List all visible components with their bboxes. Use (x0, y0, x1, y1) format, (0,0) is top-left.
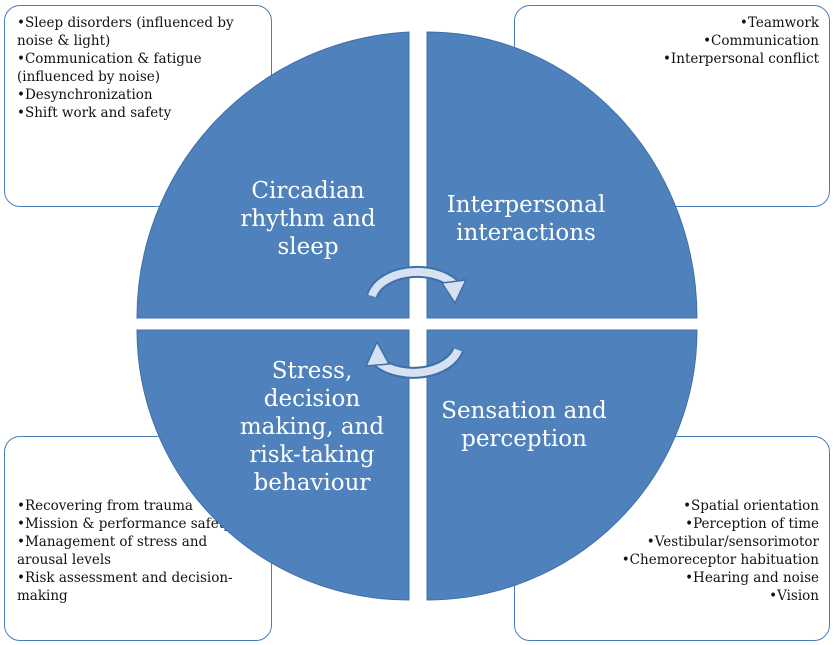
list-item: •Sleep disorders (influenced by noise & … (17, 15, 234, 49)
quadrant-circadian (136, 31, 410, 319)
cycle-arrows-icon (364, 265, 468, 379)
box-stress-details: •Recovering from trauma •Mission & perfo… (4, 436, 272, 641)
list-item: •Mission & performance safety (17, 516, 232, 532)
list-item: •Management of stress and arousal levels (17, 534, 208, 568)
list-item: •Communication (703, 33, 819, 49)
list-item: •Spatial orientation (683, 498, 819, 514)
box-circadian-details: •Sleep disorders (influenced by noise & … (4, 5, 272, 207)
list-item: •Risk assessment and decision-making (17, 570, 233, 604)
quadrant-title-interpersonal: Interpersonal interactions (446, 192, 606, 246)
list-item: •Recovering from trauma (17, 498, 193, 514)
list-item: •Desynchronization (17, 87, 153, 103)
list-item: •Shift work and safety (17, 105, 172, 121)
quadrant-sensation (426, 329, 698, 601)
quadrant-interpersonal (426, 31, 698, 319)
quadrant-stress (136, 329, 410, 601)
list-item: •Vision (769, 588, 819, 604)
list-item: •Chemoreceptor habituation (621, 552, 819, 568)
list-item: •Perception of time (685, 516, 819, 532)
list-item: •Interpersonal conflict (662, 51, 819, 67)
list-item: •Vestibular/sensorimotor (646, 534, 819, 550)
list-item: •Hearing and noise (685, 570, 819, 586)
list-item: •Teamwork (739, 15, 819, 31)
quadrant-title-stress: Stress, decision making, and risk-taking… (239, 358, 385, 496)
list-item: •Communication & fatigue (influenced by … (17, 51, 202, 85)
quadrant-title-circadian: Circadian rhythm and sleep (240, 178, 376, 260)
quadrant-title-sensation: Sensation and perception (441, 398, 607, 452)
